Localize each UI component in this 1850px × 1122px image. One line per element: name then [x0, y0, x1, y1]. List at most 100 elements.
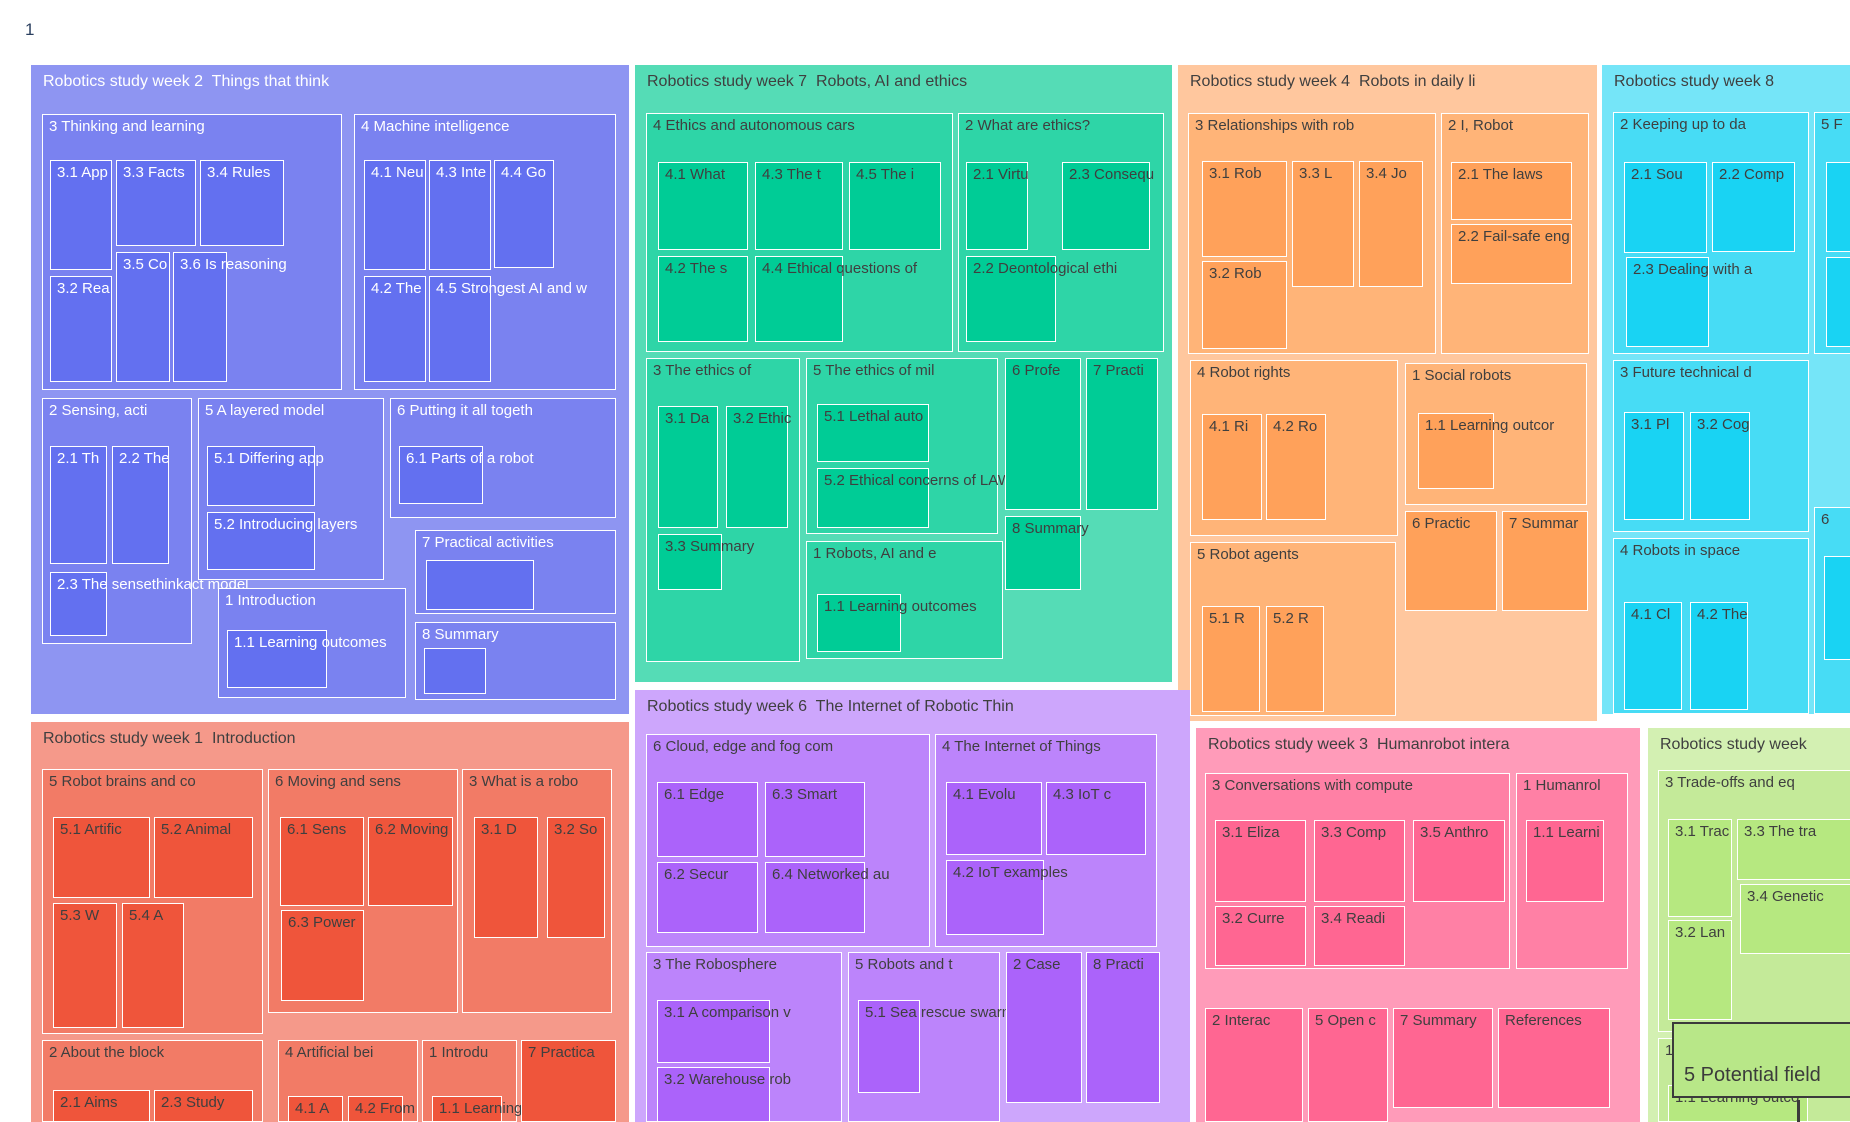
treemap-leaf[interactable]: 1.1 Learning outcomes	[817, 594, 977, 652]
treemap-leaf[interactable]: 4.1 Cl	[1624, 602, 1682, 710]
treemap-leaf[interactable]: 4.5 The i	[849, 162, 941, 250]
treemap-leaf[interactable]: 4.3 The t	[755, 162, 843, 250]
treemap-leaf[interactable]: 1.1 Learning outcomes	[432, 1096, 592, 1122]
treemap-leaf[interactable]: 5 Open c	[1308, 1008, 1388, 1122]
treemap-leaf[interactable]: 3.3 Facts	[116, 160, 196, 246]
treemap-leaf[interactable]: 2.1 Virtu	[966, 162, 1029, 250]
treemap-leaf[interactable]	[1826, 257, 1850, 347]
treemap-leaf[interactable]: 2.2 The	[112, 446, 170, 564]
treemap-leaf[interactable]: 3.3 Comp	[1314, 820, 1405, 902]
treemap-leaf[interactable]: 3.3 Summary	[658, 534, 754, 590]
treemap-leaf[interactable]: 4.2 From	[348, 1096, 415, 1122]
treemap-leaf[interactable]: 5.1 Sea rescue swarms	[858, 1000, 1022, 1093]
treemap-leaf[interactable]: 2.2 Deontological ethi	[966, 256, 1117, 342]
treemap-leaf[interactable]: 6.3 Power	[281, 910, 364, 1001]
treemap-leaf[interactable]: 4.1 A	[288, 1096, 343, 1122]
treemap-leaf[interactable]: 4.4 Ethical questions of	[755, 256, 917, 342]
treemap-leaf[interactable]: 6.2 Moving	[368, 817, 453, 906]
treemap-leaf[interactable]: 3.1 Pl	[1624, 412, 1684, 520]
treemap-leaf[interactable]: 7 Practica	[521, 1040, 616, 1122]
treemap-leaf[interactable]: 3.1 Eliza	[1215, 820, 1306, 902]
treemap-leaf[interactable]: 3.2 Warehouse rob	[657, 1067, 791, 1122]
treemap-leaf[interactable]: 4.2 The s	[658, 256, 748, 342]
treemap-leaf[interactable]: 2.1 Th	[50, 446, 107, 564]
treemap-leaf[interactable]: 2.1 Sou	[1624, 162, 1707, 253]
treemap-leaf[interactable]: 3.4 Rules	[200, 160, 284, 246]
treemap-leaf[interactable]: 2.3 Dealing with a	[1626, 257, 1752, 347]
treemap-leaf[interactable]: 6 Profe	[1005, 358, 1081, 510]
treemap-leaf[interactable]: 5.1 Artific	[53, 817, 150, 898]
treemap-leaf[interactable]: 3.5 Co	[116, 252, 170, 382]
treemap-leaf[interactable]: 5.2 Introducing layers	[207, 512, 357, 570]
treemap-leaf[interactable]: 3.2 So	[547, 817, 605, 938]
treemap-leaf[interactable]: 4.2 The	[1690, 602, 1748, 710]
treemap-leaf[interactable]: 3.2 Rob	[1202, 261, 1287, 349]
treemap-leaf[interactable]: 6.3 Smart	[765, 782, 865, 857]
treemap-leaf[interactable]: 4.1 What	[658, 162, 748, 250]
treemap-leaf[interactable]: 3.2 Ethic	[726, 406, 791, 528]
treemap-leaf[interactable]: 3.1 App	[50, 160, 112, 270]
treemap-leaf[interactable]: 5.2 R	[1266, 606, 1324, 712]
treemap-leaf[interactable]: 3.4 Genetic	[1740, 884, 1850, 954]
treemap-leaf[interactable]: 5.3 W	[53, 903, 117, 1028]
treemap-leaf[interactable]	[426, 560, 534, 610]
treemap-leaf[interactable]: 1.1 Learning outcor	[1418, 413, 1554, 489]
treemap-leaf[interactable]: 2.3 The sensethinkact model	[50, 572, 249, 636]
treemap-leaf[interactable]: 4.2 The	[364, 276, 426, 382]
treemap-leaf[interactable]	[424, 648, 486, 694]
treemap-leaf[interactable]: 8 Summary	[1005, 516, 1089, 590]
treemap-leaf[interactable]: 5.1 R	[1202, 606, 1260, 712]
treemap-leaf[interactable]: 6.2 Secur	[657, 862, 758, 933]
treemap-leaf[interactable]: 3.2 Curre	[1215, 906, 1306, 966]
treemap-leaf[interactable]: 3.1 D	[474, 817, 538, 938]
treemap-leaf[interactable]: 3.1 A comparison v	[657, 1000, 791, 1063]
treemap-leaf[interactable]: 3.6 Is reasoning	[173, 252, 287, 382]
treemap-leaf[interactable]: 5.4 A	[122, 903, 184, 1028]
treemap-leaf[interactable]: 3.2 Cog	[1690, 412, 1750, 520]
treemap-leaf[interactable]: 5.1 Differing app	[207, 446, 324, 506]
treemap-leaf[interactable]: 5.1 Lethal auto	[817, 404, 929, 462]
treemap-leaf[interactable]: 6.1 Sens	[280, 817, 364, 906]
treemap-leaf[interactable]: 2.1 The laws	[1451, 162, 1572, 220]
treemap-leaf[interactable]: 4.1 Ri	[1202, 414, 1262, 520]
treemap-leaf[interactable]: 4.3 Inte	[429, 160, 491, 270]
treemap-leaf[interactable]: 3.3 L	[1292, 161, 1354, 287]
treemap-leaf[interactable]: 7 Summary	[1393, 1008, 1493, 1108]
treemap-leaf[interactable]: 4.1 Evolu	[946, 782, 1042, 855]
treemap-leaf[interactable]: 2.2 Comp	[1712, 162, 1795, 252]
treemap-leaf[interactable]: 2.3 Study	[154, 1090, 253, 1122]
treemap-leaf[interactable]: 4.1 Neu	[364, 160, 426, 270]
treemap-leaf[interactable]: 4.3 IoT c	[1046, 782, 1146, 855]
treemap-leaf[interactable]: 3.1 Trac	[1668, 819, 1732, 917]
treemap-leaf[interactable]: 3.3 The tra	[1737, 819, 1850, 880]
treemap-leaf[interactable]: 1.1 Learni	[1526, 820, 1604, 902]
treemap-leaf[interactable]: 5.2 Animal	[154, 817, 253, 898]
treemap-leaf[interactable]: 2 Case	[1006, 952, 1082, 1103]
treemap-leaf[interactable]	[1826, 162, 1850, 252]
treemap-leaf[interactable]: 3.2 Rea	[50, 276, 112, 382]
treemap-leaf[interactable]: 4.4 Go	[494, 160, 554, 268]
treemap-leaf[interactable]: 4.2 Ro	[1266, 414, 1326, 520]
treemap-leaf[interactable]: 6.1 Edge	[657, 782, 758, 857]
treemap-leaf[interactable]: 5.2 Ethical concerns of LAWs	[817, 468, 1019, 528]
treemap-leaf[interactable]: 4.2 IoT examples	[946, 860, 1068, 935]
treemap-leaf[interactable]: 3.2 Lan	[1668, 920, 1732, 1020]
treemap-leaf[interactable]: 6 Practic	[1405, 511, 1497, 611]
treemap-leaf[interactable]: 2.3 Consequ	[1062, 162, 1154, 250]
treemap-leaf[interactable]: 3.4 Jo	[1359, 161, 1423, 287]
treemap-leaf[interactable]: 6.1 Parts of a robot	[399, 446, 534, 504]
treemap-leaf[interactable]: 4.5 Strongest AI and w	[429, 276, 587, 382]
treemap-leaf[interactable]: 6.4 Networked au	[765, 862, 890, 933]
treemap-leaf[interactable]: 8 Practi	[1086, 952, 1160, 1103]
treemap-leaf[interactable]	[1824, 556, 1850, 660]
treemap-leaf[interactable]: References	[1498, 1008, 1610, 1108]
treemap-leaf[interactable]: 3.5 Anthro	[1413, 820, 1505, 902]
treemap-leaf[interactable]: 3.1 Rob	[1202, 161, 1287, 257]
treemap-leaf[interactable]: 3.4 Readi	[1314, 906, 1405, 966]
treemap-leaf[interactable]: 2.1 Aims	[53, 1090, 150, 1122]
treemap-leaf[interactable]: 7 Summar	[1502, 511, 1588, 611]
treemap-leaf[interactable]: 7 Practi	[1086, 358, 1158, 510]
treemap-leaf[interactable]: 2 Interac	[1205, 1008, 1303, 1122]
treemap-leaf[interactable]: 2.2 Fail-safe eng	[1451, 224, 1572, 284]
treemap-leaf[interactable]: 1.1 Learning outcomes	[227, 630, 387, 688]
